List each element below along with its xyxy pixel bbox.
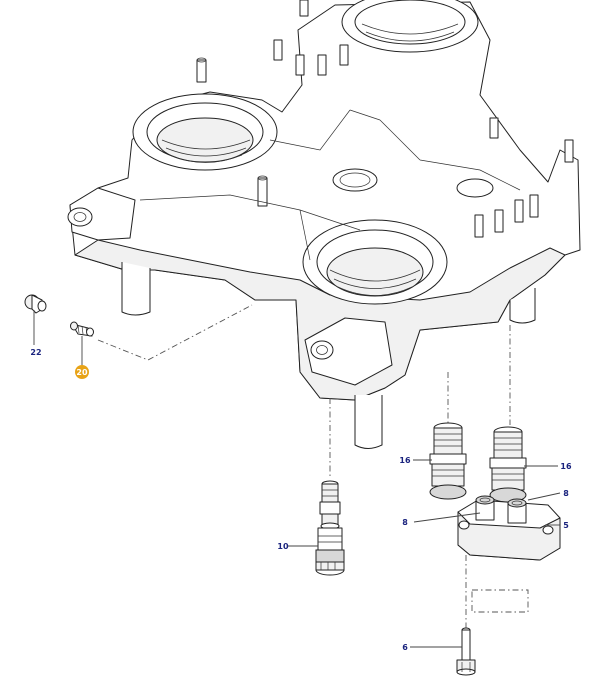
callout-10[interactable]: 10 bbox=[277, 542, 289, 551]
part-16-cartridge-left[interactable] bbox=[429, 422, 467, 500]
callout-16-left-label: 16 bbox=[399, 456, 411, 465]
callout-leaders bbox=[33, 310, 561, 648]
valve-housing[interactable] bbox=[67, 0, 581, 449]
callout-22[interactable]: 22 bbox=[30, 348, 41, 357]
callout-6-label: 6 bbox=[402, 643, 408, 652]
part-10-valve[interactable] bbox=[315, 480, 345, 576]
part-8-plug-left[interactable] bbox=[475, 495, 495, 521]
assembly-lines bbox=[97, 304, 529, 628]
callout-20[interactable]: 20 bbox=[75, 365, 89, 379]
callout-5[interactable]: 5 bbox=[563, 521, 569, 530]
callout-20-label: 20 bbox=[76, 368, 88, 377]
callout-8-left[interactable]: 8 bbox=[402, 518, 408, 527]
selected-badge bbox=[75, 365, 89, 379]
callout-10-label: 10 bbox=[277, 542, 289, 551]
part-8-plug-right[interactable] bbox=[507, 498, 527, 524]
callout-5-label: 5 bbox=[563, 521, 569, 530]
callout-6[interactable]: 6 bbox=[402, 643, 408, 652]
part-20-fitting[interactable] bbox=[70, 321, 94, 337]
part-22-plug[interactable] bbox=[24, 294, 47, 314]
callout-22-label: 22 bbox=[30, 348, 41, 357]
callout-8-right-label: 8 bbox=[563, 489, 569, 498]
callout-8-left-label: 8 bbox=[402, 518, 408, 527]
part-6-bolt[interactable] bbox=[456, 627, 476, 676]
part-16-cartridge-right[interactable] bbox=[489, 426, 527, 503]
callout-8-right[interactable]: 8 bbox=[563, 489, 569, 498]
callout-16-right-label: 16 bbox=[560, 462, 572, 471]
callout-16-right[interactable]: 16 bbox=[560, 462, 572, 471]
callout-16-left[interactable]: 16 bbox=[399, 456, 411, 465]
